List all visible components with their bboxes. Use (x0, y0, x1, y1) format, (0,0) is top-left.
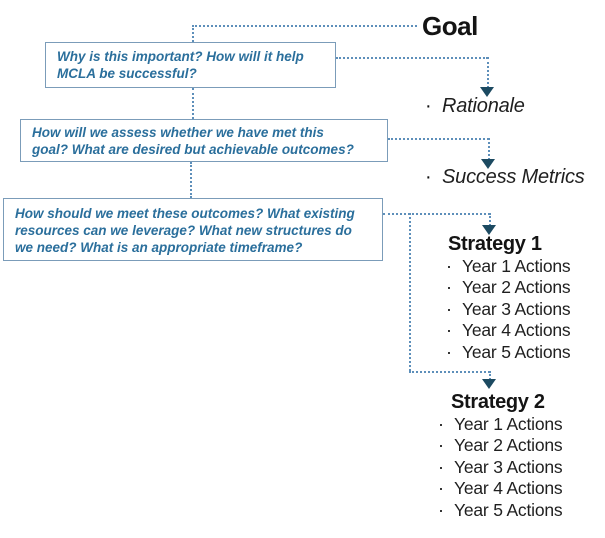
list-item: · Year 4 Actions (446, 320, 571, 341)
action-label: Year 2 Actions (454, 435, 563, 456)
action-bullet: · (438, 456, 444, 477)
action-label: Year 1 Actions (462, 256, 571, 276)
list-item: · Year 5 Actions (438, 499, 563, 521)
question-box-success-line-2: goal? What are desired but achievable ou… (32, 142, 354, 157)
strategy1-action-list: · Year 1 Actions · Year 2 Actions · Year… (446, 256, 571, 363)
strategy2-connector-vertical (489, 371, 491, 380)
success-connector-horizontal (388, 138, 489, 140)
action-bullet: · (446, 298, 452, 319)
action-bullet: · (446, 277, 452, 298)
action-bullet: · (446, 341, 452, 362)
strategy2-arrow-icon (482, 379, 496, 389)
action-bullet: · (446, 256, 452, 276)
strategy1-arrow-icon (482, 225, 496, 235)
box2-box3-connector (190, 162, 192, 198)
action-label: Year 4 Actions (454, 478, 563, 499)
question-box-strategies-line-3: we need? What is an appropriate timefram… (15, 240, 303, 255)
box1-box2-connector (192, 88, 194, 119)
list-item: · Year 3 Actions (438, 456, 563, 478)
goal-connector-vertical (192, 25, 194, 42)
action-label: Year 5 Actions (454, 499, 563, 520)
rationale-arrow-icon (480, 87, 494, 97)
action-bullet: · (446, 320, 452, 341)
list-item: · Year 1 Actions (446, 256, 571, 277)
list-item: · Year 2 Actions (438, 435, 563, 456)
action-bullet: · (438, 499, 444, 520)
action-label: Year 2 Actions (462, 277, 571, 298)
list-item: · Year 2 Actions (446, 277, 571, 298)
list-item: · Year 1 Actions (438, 414, 563, 435)
question-box-success-line-1: How will we assess whether we have met t… (32, 125, 324, 140)
action-label: Year 3 Actions (454, 456, 563, 477)
rationale-bullet: · (425, 95, 432, 117)
question-box-rationale-line-2: MCLA be successful? (57, 66, 197, 81)
action-label: Year 4 Actions (462, 320, 571, 341)
list-item: · Year 4 Actions (438, 478, 563, 499)
list-item: · Year 5 Actions (446, 341, 571, 363)
question-box-rationale-line-1: Why is this important? How will it help (57, 49, 304, 64)
list-item: · Year 3 Actions (446, 298, 571, 320)
action-label: Year 1 Actions (454, 414, 563, 434)
action-bullet: · (438, 435, 444, 456)
question-box-strategies-line-1: How should we meet these outcomes? What … (15, 206, 355, 221)
strategy2-branch-vertical (409, 213, 411, 371)
success-arrow-icon (481, 159, 495, 169)
rationale-connector-horizontal (336, 57, 488, 59)
rationale-label: · Rationale (425, 95, 525, 118)
success-metrics-bullet: · (425, 166, 432, 188)
goal-connector-horizontal (192, 25, 417, 27)
question-box-strategies: How should we meet these outcomes? What … (3, 198, 383, 261)
action-label: Year 5 Actions (462, 341, 571, 362)
question-box-rationale: Why is this important? How will it help … (45, 42, 336, 88)
question-box-strategies-line-2: resources can we leverage? What new stru… (15, 223, 352, 238)
goal-label: Goal (422, 11, 478, 41)
success-metrics-label-text: Success Metrics (442, 166, 585, 188)
action-bullet: · (438, 478, 444, 499)
action-bullet: · (438, 414, 444, 434)
success-metrics-label: · Success Metrics (425, 166, 585, 189)
strategy1-title: Strategy 1 (448, 233, 542, 255)
strategy2-connector-horizontal (409, 371, 490, 373)
action-label: Year 3 Actions (462, 298, 571, 319)
rationale-label-text: Rationale (442, 95, 525, 117)
question-box-success-metrics: How will we assess whether we have met t… (20, 119, 388, 162)
rationale-connector-vertical (487, 57, 489, 88)
strategy1-connector-horizontal (383, 213, 490, 215)
strategy2-action-list: · Year 1 Actions · Year 2 Actions · Year… (438, 414, 563, 521)
strategy2-title: Strategy 2 (451, 391, 545, 413)
strategy1-connector-vertical (489, 213, 491, 226)
success-connector-vertical (488, 138, 490, 160)
